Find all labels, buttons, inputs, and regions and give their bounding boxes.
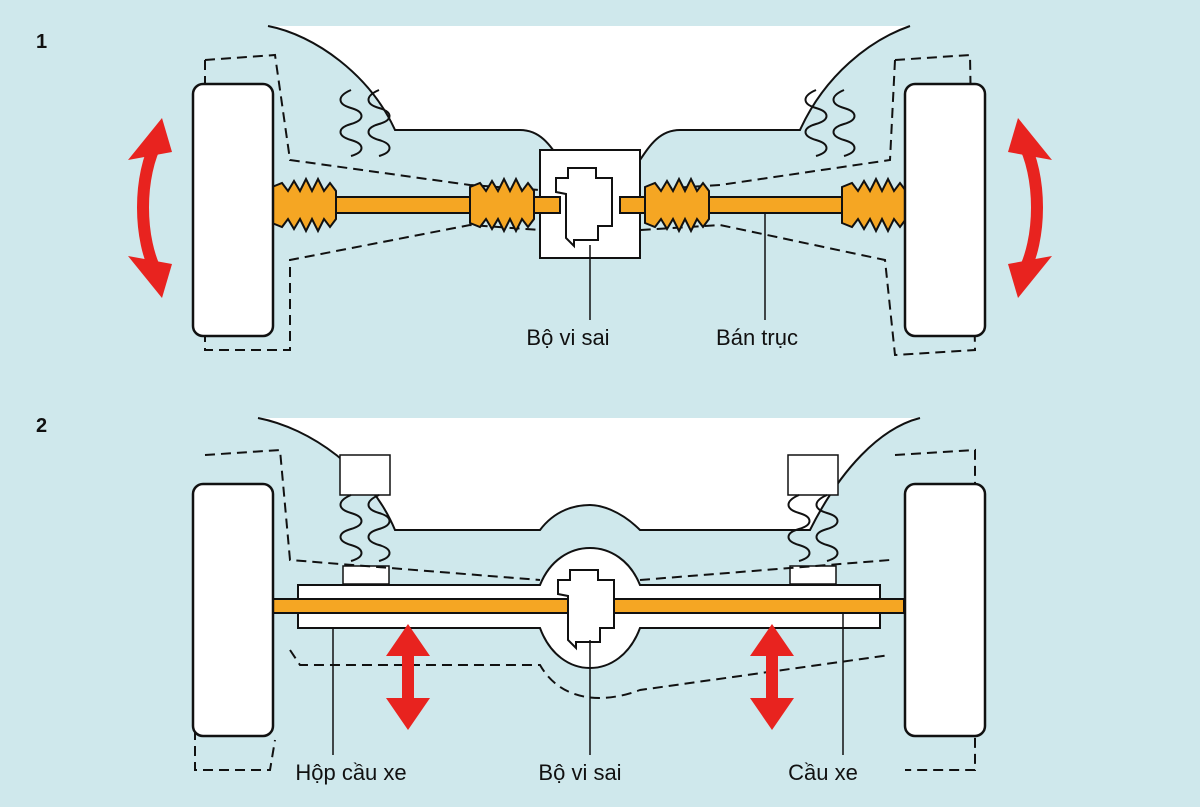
panel-1-dashed-outline-right xyxy=(639,53,977,357)
panel-1-car-body xyxy=(268,26,910,160)
panel-1-right-wheel xyxy=(903,82,987,338)
panel-2-number: 2 xyxy=(36,415,47,437)
panel-1-boot-inner-right xyxy=(644,178,710,232)
panel-1-boot-outer-left xyxy=(271,178,337,232)
panel-1-number: 1 xyxy=(36,31,47,53)
panel-1-boot-outer-right xyxy=(841,178,907,232)
label-half-shaft: Bán trục xyxy=(716,325,798,350)
panel-2-right-wheel xyxy=(903,482,987,738)
panel-2-dashed-outline-left xyxy=(204,448,541,581)
label-differential-2: Bộ vi sai xyxy=(538,760,621,785)
panel-2-right-motion-arrow xyxy=(750,624,794,730)
panel-1-left-motion-arrow xyxy=(128,118,172,298)
panel-1-dashed-outline-left xyxy=(204,53,541,191)
label-axle-housing: Hộp cầu xe xyxy=(295,760,406,785)
panel-2-left-motion-arrow xyxy=(386,624,430,730)
panel-1-right-half-shaft xyxy=(704,196,856,214)
panel-2-car-body xyxy=(258,418,920,530)
label-differential-1: Bộ vi sai xyxy=(526,325,609,350)
panel-1-left-wheel xyxy=(191,82,275,338)
panel-1-right-motion-arrow xyxy=(1008,118,1052,298)
panel-1-left-half-shaft xyxy=(329,196,481,214)
panel-1-boot-inner-left xyxy=(469,178,535,232)
label-axle: Cầu xe xyxy=(788,760,858,785)
panel-2-left-wheel xyxy=(191,482,275,738)
